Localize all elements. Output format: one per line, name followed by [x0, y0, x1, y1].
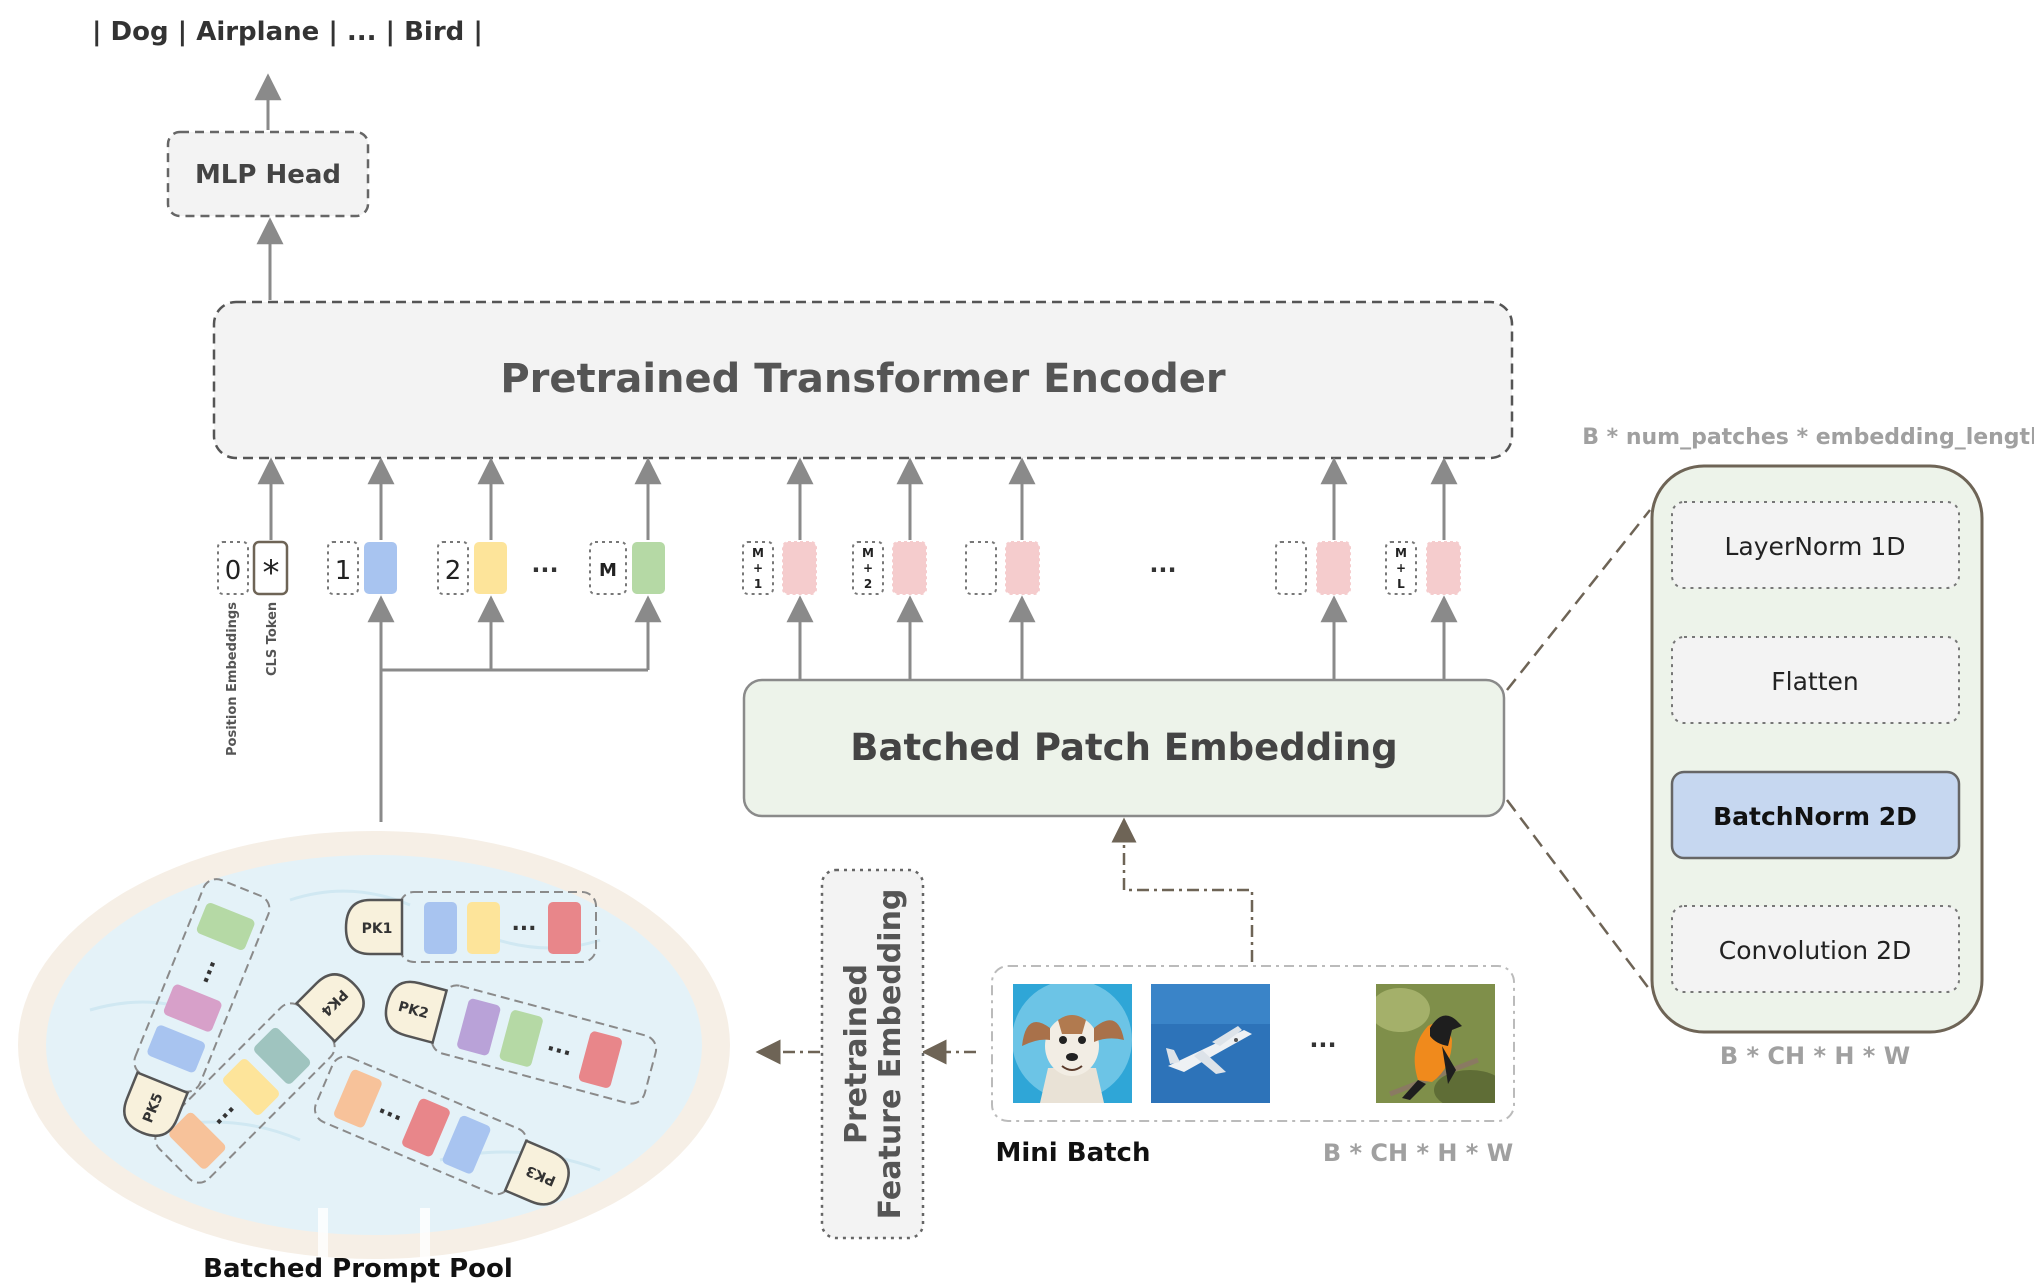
patch-embedding: Batched Patch Embedding — [742, 678, 1506, 818]
layer-batchnorm: BatchNorm 2D — [1713, 802, 1917, 831]
encoder-input-arrows — [257, 457, 1458, 540]
pos-m: M — [599, 560, 617, 581]
feature-embedding: Pretrained Feature Embedding — [820, 868, 925, 1240]
pool-ellipsis-1: ... — [511, 911, 536, 936]
pos-m1-a: M — [752, 546, 764, 560]
prompt-key-pk2 — [384, 980, 449, 1045]
layer-box-conv — [1671, 905, 1960, 993]
layer-box-flatten — [1671, 636, 1960, 724]
mini-batch-label: Mini Batch — [996, 1138, 1151, 1168]
patch-ellipsis: ... — [1149, 550, 1176, 578]
bird-image — [1376, 984, 1495, 1103]
patch-connector — [786, 595, 1458, 680]
pos-ml-c: L — [1397, 577, 1405, 591]
prompt-connector — [367, 595, 662, 822]
token-ellipsis: ... — [531, 550, 558, 578]
feature-embedding-line2: Feature Embedding — [873, 889, 908, 1220]
pk2-label: PK2 — [396, 999, 430, 1022]
cls-symbol: * — [263, 553, 280, 593]
patch-embedding-detail: LayerNorm 1D Flatten BatchNorm 2D Convol… — [1650, 464, 1984, 1034]
layer-box-batchnorm — [1670, 770, 1961, 860]
zoom-line-bottom — [1506, 799, 1651, 991]
cls-token — [252, 540, 289, 596]
prompt-key-pk1 — [344, 898, 404, 956]
layer-layernorm: LayerNorm 1D — [1725, 532, 1906, 561]
prompt-pool: ... PK1 ... PK2 ... PK3 ... — [18, 831, 730, 1268]
pos-2: 2 — [445, 556, 462, 586]
layer-flatten: Flatten — [1771, 667, 1858, 696]
pk1-label: PK1 — [362, 921, 393, 937]
layer-box-layernorm — [1671, 501, 1960, 589]
pos-1: 1 — [335, 556, 352, 586]
prompt-key-pk3 — [503, 1139, 570, 1206]
zoom-line-top — [1506, 509, 1651, 691]
prompt-token-1 — [364, 542, 397, 594]
pos-m2-c: 2 — [864, 577, 872, 591]
pos-m1-b: + — [753, 561, 763, 575]
token-row: 0 * 1 2 ... M M + 1 M + 2 ... — [217, 540, 1461, 596]
patch-token-l — [1426, 541, 1461, 595]
patch-token-3 — [1005, 541, 1040, 595]
mlp-head: MLP Head — [166, 130, 370, 218]
dims-bottom: B * CH * H * W — [1720, 1042, 1910, 1070]
position-embeddings-label: Position Embeddings — [225, 602, 240, 756]
airplane-image — [1151, 984, 1270, 1103]
output-label: | Dog | Airplane | ... | Bird | — [92, 17, 483, 47]
pos-m2-b: + — [863, 561, 873, 575]
mini-batch: ... — [991, 965, 1515, 1122]
patch-token-2 — [892, 541, 927, 595]
dims-top: B * num_patches * embedding_length — [1582, 425, 2034, 450]
transformer-encoder: Pretrained Transformer Encoder — [212, 300, 1514, 460]
pos-ml-b: + — [1396, 561, 1406, 575]
pos-0: 0 — [225, 556, 242, 586]
arrow-batch-to-patch — [1111, 817, 1254, 962]
feature-embedding-line1: Pretrained — [839, 964, 874, 1144]
pos-m2-a: M — [862, 546, 874, 560]
layer-conv: Convolution 2D — [1719, 936, 1911, 965]
dims-batch: B * CH * H * W — [1323, 1139, 1513, 1167]
cls-token-label: CLS Token — [265, 602, 280, 676]
patch-embedding-label: Batched Patch Embedding — [850, 726, 1397, 769]
dog-image — [1013, 984, 1132, 1103]
patch-token-l1 — [1316, 541, 1351, 595]
mlp-head-label: MLP Head — [195, 160, 341, 190]
prompt-token-2 — [474, 542, 507, 594]
pos-m1-c: 1 — [754, 577, 762, 591]
pos-ml-a: M — [1395, 546, 1407, 560]
patch-token-1 — [782, 541, 817, 595]
prompt-pool-label: Batched Prompt Pool — [203, 1254, 513, 1284]
encoder-label: Pretrained Transformer Encoder — [500, 356, 1226, 402]
batch-ellipsis: ... — [1309, 1025, 1336, 1053]
prompt-key-pk5 — [123, 1070, 190, 1137]
prompt-key-pk4 — [294, 973, 365, 1044]
prompt-token-m — [632, 542, 665, 594]
